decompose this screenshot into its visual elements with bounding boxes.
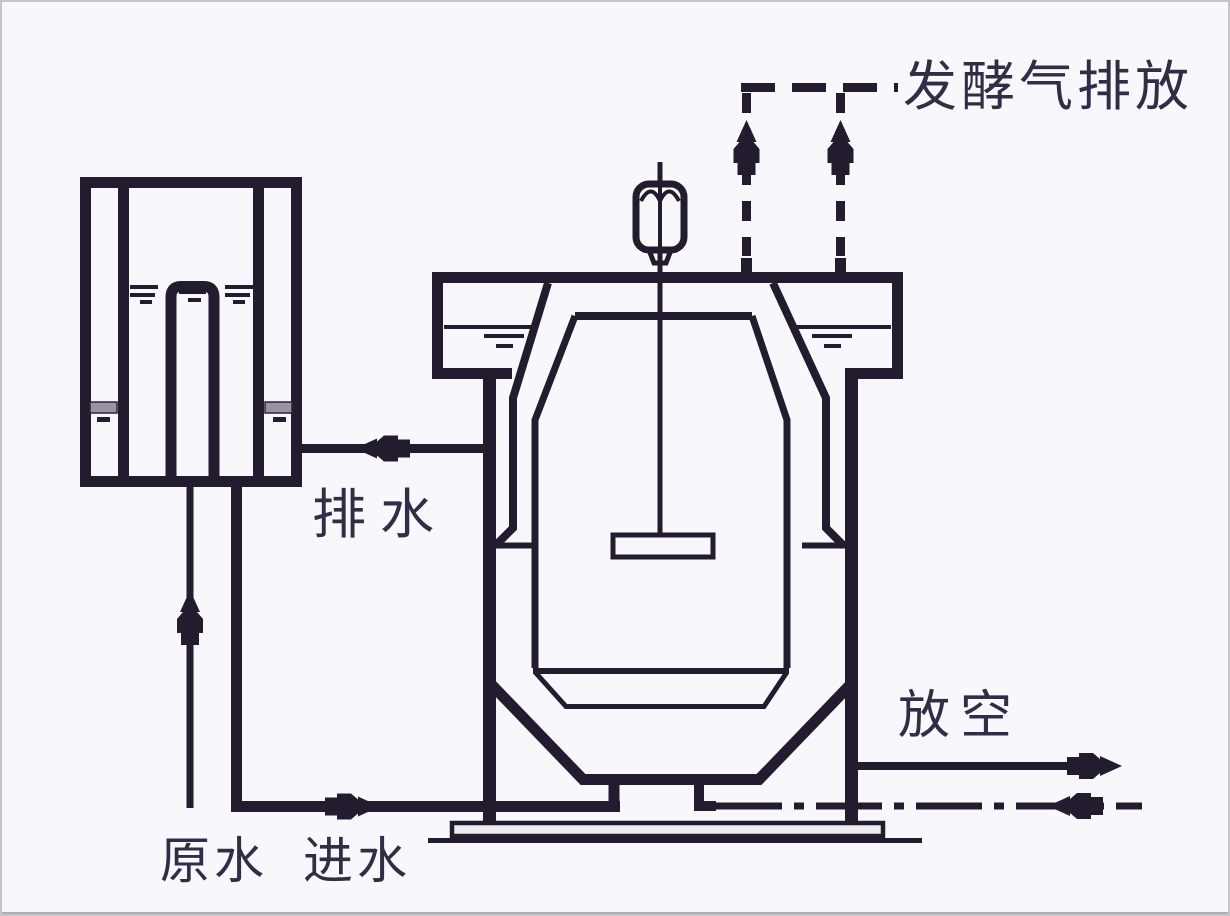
- trough-water-ticks: [484, 334, 852, 348]
- label-gas-discharge: 发酵气排放: [903, 55, 1193, 118]
- vessel-wall-right: [748, 314, 791, 668]
- flow-arrows: [177, 120, 1122, 820]
- bottom-cone: [485, 678, 855, 785]
- label-vent: 放空: [898, 686, 1023, 746]
- label-drain: 排水: [312, 483, 448, 546]
- return-arrow-left: [1048, 793, 1103, 819]
- label-water-inlet: 进水: [303, 832, 411, 890]
- feed-tank-water-marks: [97, 285, 286, 422]
- inlet-arrow-right: [325, 793, 380, 820]
- agitator: [610, 162, 716, 560]
- raw-water-arrow-up: [177, 590, 203, 645]
- feed-tank-shell: [80, 177, 302, 487]
- vessel-wall-left: [531, 314, 579, 668]
- feed-tank-seal-bands: [89, 401, 293, 414]
- skirt-left: [492, 281, 552, 549]
- skirt-right: [769, 281, 847, 549]
- gas-arrow-up-left: [733, 120, 760, 175]
- gas-arrow-up-right: [827, 120, 854, 175]
- vessel-dish: [533, 670, 790, 709]
- vent-arrow-right: [1067, 753, 1122, 779]
- gas-lines: [741, 83, 898, 256]
- feed-tank: [80, 177, 302, 487]
- cone-stub-vent: [694, 779, 716, 811]
- base-slab: [449, 820, 886, 839]
- feed-tank-center-tube: [165, 281, 220, 482]
- motor-neck: [645, 247, 675, 266]
- label-raw-water: 原水: [160, 832, 268, 890]
- impeller: [610, 532, 716, 560]
- digester-tank: [428, 258, 922, 843]
- drain-arrow-left: [355, 435, 410, 462]
